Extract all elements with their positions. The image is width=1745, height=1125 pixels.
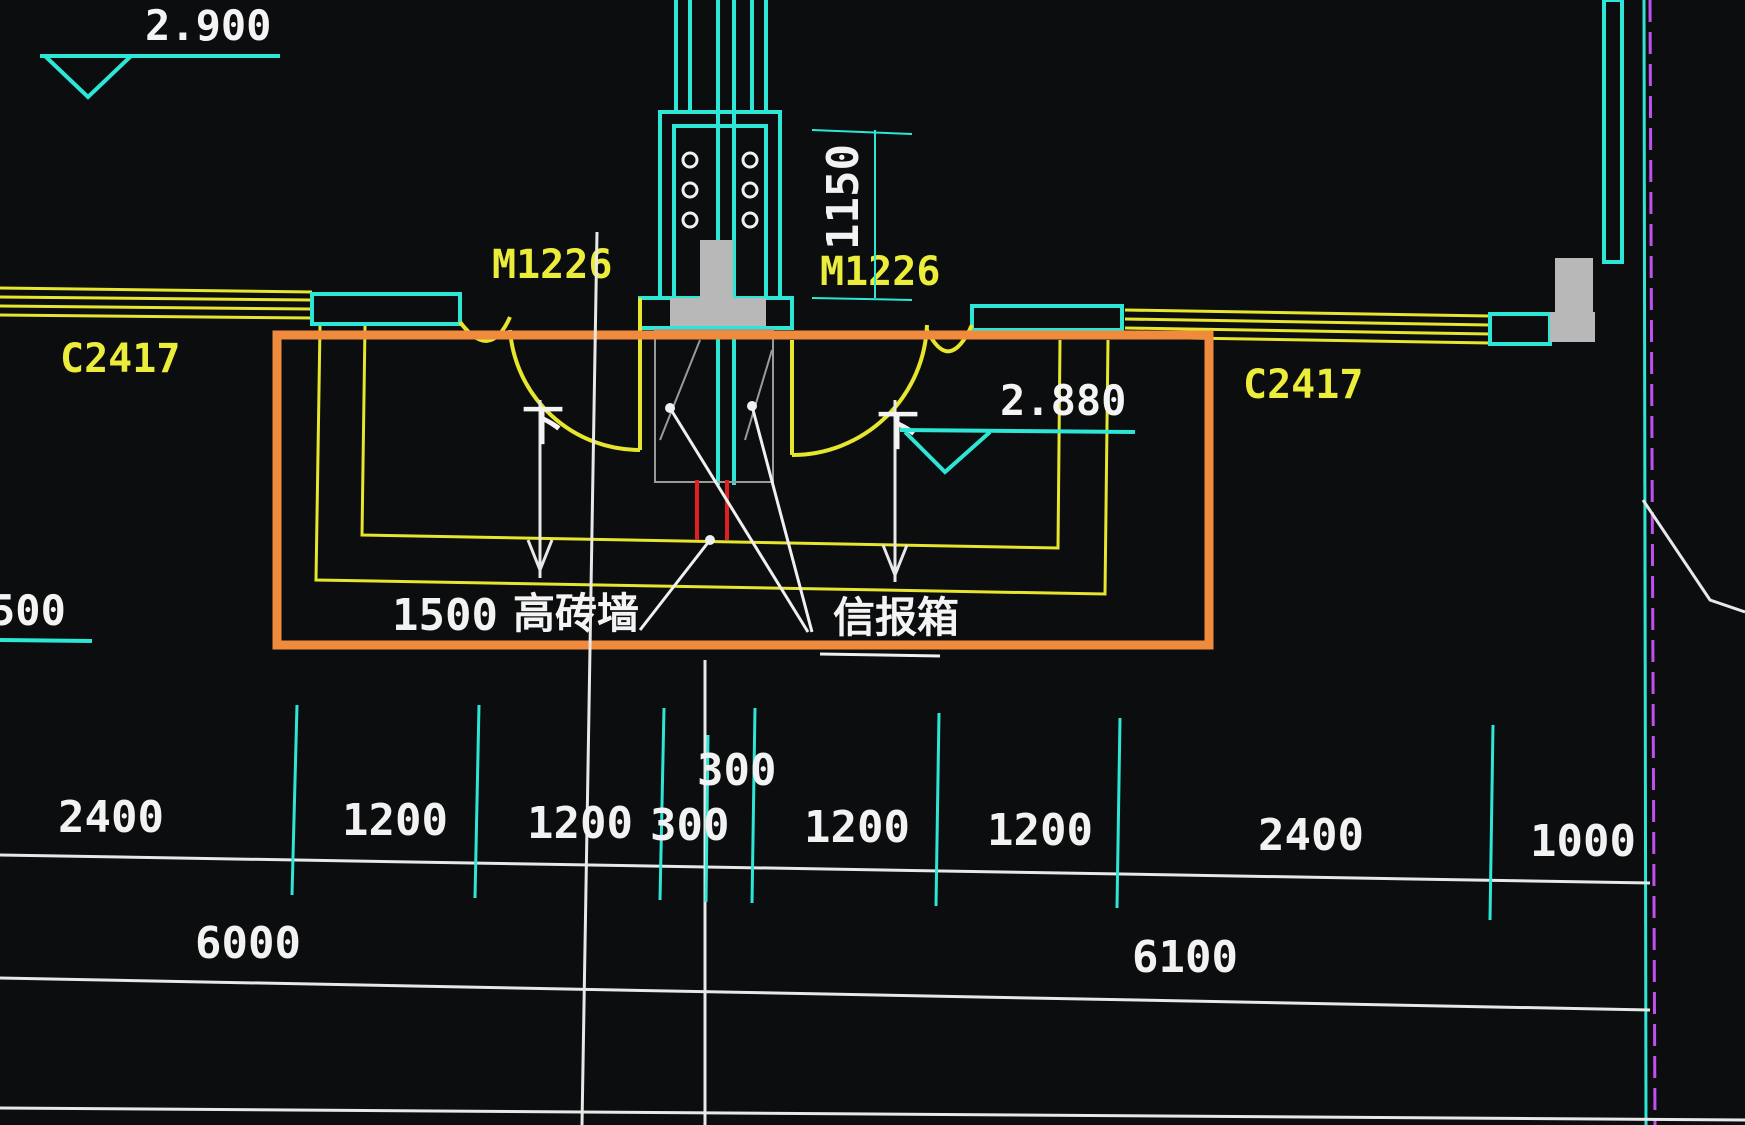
right-edge-leader: [1641, 499, 1745, 614]
window-tag-left: C2417: [60, 336, 180, 382]
dimension-row-2-labels: 6000 6100: [195, 918, 1238, 983]
dimension-label: 1000: [1530, 816, 1636, 867]
dimension-label: 6100: [1132, 932, 1238, 983]
window-tag-right: C2417: [1243, 362, 1363, 408]
dimension-row-1-labels: 2400 1200 1200 300 300 1200 1200 2400 10…: [58, 745, 1636, 867]
dimension-label: 1200: [987, 805, 1093, 856]
shaft-pipe-circles: [681, 151, 759, 229]
door-tag-left: M1226: [492, 242, 612, 288]
dimension-label: 1200: [527, 798, 633, 849]
annotation-1500: 1500: [392, 590, 498, 641]
elevation-label-right: 2.880: [1000, 376, 1126, 425]
annotation-wall: 高砖墙: [513, 589, 639, 638]
leader-lines: [638, 405, 941, 658]
door-tag-right: M1226: [820, 249, 940, 295]
vertical-dimension: [811, 129, 913, 301]
dimension-label: 1200: [804, 802, 910, 853]
dimension-row-1-ticks: [290, 704, 1495, 921]
dimension-row-2-lines: [0, 976, 1651, 1012]
red-marks: [695, 480, 729, 540]
stair-arrows: [526, 400, 909, 582]
dimension-label: 300: [650, 800, 729, 851]
dimension-label: 2400: [58, 792, 164, 843]
door-left: [458, 298, 642, 453]
highlight-box: [272, 330, 1214, 650]
elevation-marker-left-line: [0, 638, 93, 643]
dimension-row-1-lines: [0, 853, 1651, 885]
elevation-label-top-left: 2.900: [145, 1, 271, 50]
dimension-label: 1200: [342, 795, 448, 846]
vertical-dimension-label: 1150: [818, 144, 869, 250]
annotation-mailbox: 信报箱: [833, 593, 959, 642]
dimension-label: 2400: [1258, 810, 1364, 861]
bottom-line: [0, 1106, 1745, 1122]
elevation-marker-top-left: 2.900: [40, 1, 280, 100]
stair-arrow-label-left: 下: [522, 401, 564, 450]
window-left-lines: [0, 286, 313, 320]
elevation-label-left-partial: 500: [0, 586, 66, 635]
dimension-label: 6000: [195, 918, 301, 969]
axis-cyan-right: [1642, 0, 1648, 1125]
column-gray: [670, 240, 1595, 342]
leader-dots: [665, 401, 757, 545]
axis-dashed-magenta: [1648, 0, 1657, 1125]
right-column-outline: [1602, 0, 1624, 264]
room-outlines: [314, 325, 1110, 596]
elevation-marker-right: 2.880: [899, 376, 1136, 475]
dimension-label: 300: [697, 745, 776, 796]
